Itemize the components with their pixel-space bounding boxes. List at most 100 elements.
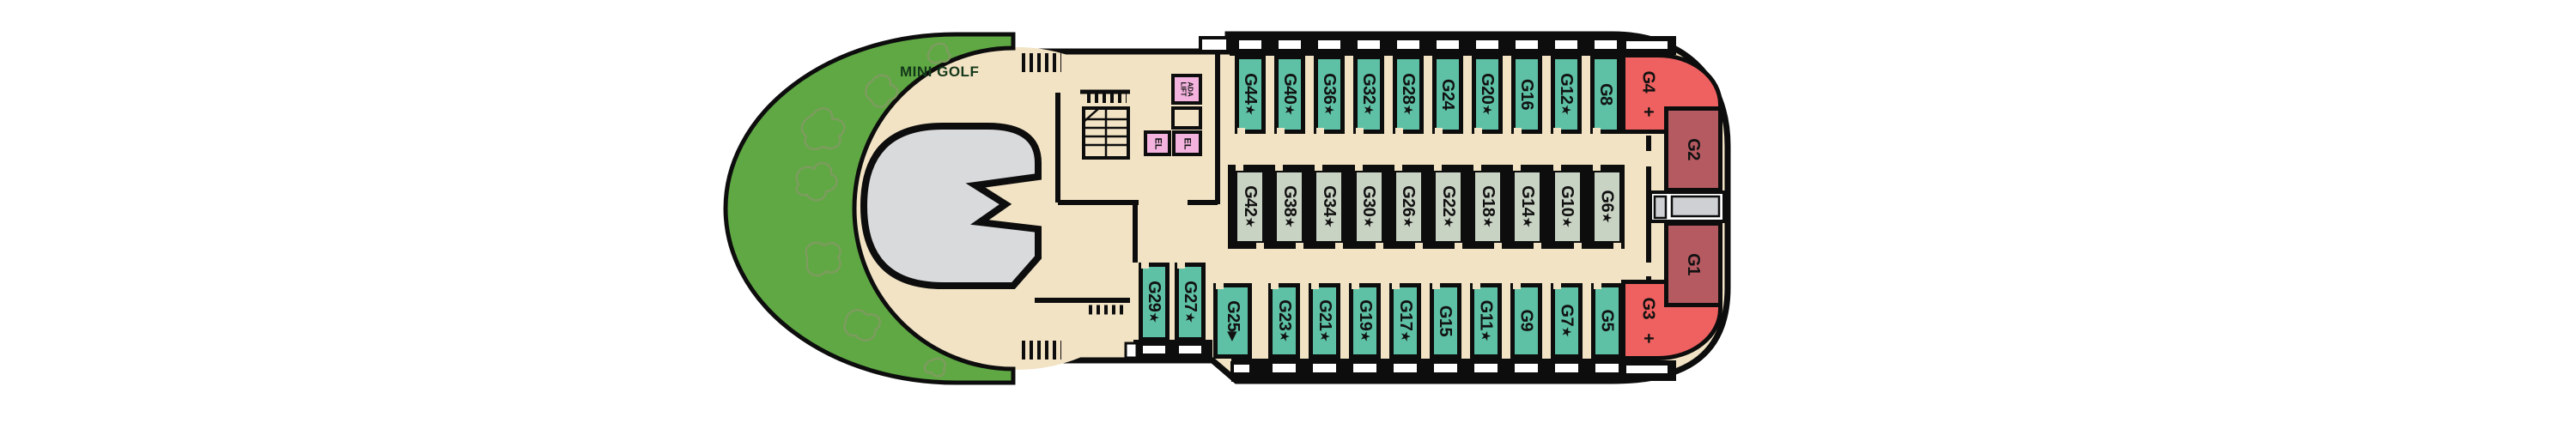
cabin-number: G30 (1359, 185, 1379, 217)
cabin-G32: G32★ (1353, 55, 1384, 134)
balcony (1433, 37, 1462, 52)
cabin-number: G4 (1639, 70, 1658, 93)
door-notch (1552, 165, 1561, 171)
balcony (1309, 360, 1340, 376)
cabin-number: G21 (1315, 299, 1334, 331)
cabin-number: G34 (1319, 185, 1339, 217)
cabin-G14: G14★ (1511, 169, 1544, 245)
door-notch (1256, 243, 1264, 249)
door-notch (1356, 128, 1364, 134)
cabin-symbol: ★ (1282, 104, 1297, 116)
door-notch (1414, 243, 1423, 249)
lift-landing (1171, 106, 1202, 130)
cabin-number: G27 (1181, 281, 1200, 312)
cabin-number: G18 (1478, 185, 1498, 217)
cabin-number: G28 (1399, 73, 1419, 105)
cabin-symbol: ★ (1400, 104, 1416, 116)
cabin-number: G44 (1241, 73, 1261, 105)
door-notch (1434, 165, 1442, 171)
door-notch (1553, 128, 1561, 134)
door-notch (1275, 165, 1284, 171)
cabin-symbol: ★ (1282, 216, 1297, 228)
door-notch (1514, 128, 1522, 134)
door-notch (1354, 165, 1363, 171)
door-notch (1473, 283, 1480, 289)
door-notch (1335, 243, 1344, 249)
door-notch (1593, 128, 1601, 134)
cabin-G24: G24 (1432, 55, 1463, 134)
door-notch (1432, 283, 1440, 289)
cabin-symbol: ★ (1361, 216, 1376, 228)
balcony (1269, 360, 1299, 376)
elevator-icon: EL (1144, 130, 1171, 156)
stair-combs (1022, 53, 1127, 360)
cabin-symbol: ★ (1146, 311, 1162, 323)
cabin-number: G11 (1476, 299, 1496, 330)
cabin-number: G23 (1274, 299, 1294, 331)
door-notch (1311, 283, 1319, 289)
balcony (1315, 37, 1344, 52)
interior-walls (1035, 53, 1651, 303)
cabin-number: G12 (1557, 73, 1577, 105)
cabin-G11: G11★ (1470, 283, 1502, 359)
cabin-number: G10 (1558, 185, 1577, 217)
cabin-symbol: ★ (1479, 329, 1493, 342)
cabin-symbol: ★ (1317, 330, 1333, 342)
cabin-G12: G12★ (1551, 55, 1582, 134)
door-notch (1315, 165, 1323, 171)
cabin-G28: G28★ (1393, 55, 1424, 134)
cabin-symbol: ★ (1441, 216, 1456, 228)
cabin-G8: G8 (1590, 55, 1621, 134)
balcony (1390, 360, 1420, 376)
cabin-G34: G34★ (1313, 169, 1346, 245)
balcony (1512, 37, 1541, 52)
balcony (1592, 360, 1622, 376)
door-notch (1296, 243, 1304, 249)
cabin-symbol: ★ (1559, 216, 1575, 228)
door-notch (1394, 165, 1402, 171)
elevator-label: EL (1182, 136, 1193, 150)
door-notch (1141, 263, 1149, 269)
door-notch (1474, 128, 1482, 134)
door-notch (1553, 283, 1561, 289)
deck-boxes (1124, 36, 1230, 360)
cabin-number: G19 (1355, 299, 1375, 331)
cabin-number: G20 (1478, 73, 1498, 105)
door-notch (1316, 128, 1324, 134)
door-notch (1237, 128, 1245, 134)
balcony (1350, 360, 1380, 376)
door-notch (1494, 243, 1503, 249)
cabin-symbol: ★ (1479, 104, 1495, 116)
door-notch (1435, 128, 1443, 134)
cabin-G42: G42★ (1234, 169, 1266, 245)
cabin-symbol: ★ (1599, 212, 1614, 224)
door-notch (1395, 128, 1403, 134)
elevator-label: EL (1152, 136, 1163, 150)
door-notch (1573, 243, 1582, 249)
balcony (1236, 37, 1265, 52)
balcony (1139, 342, 1169, 357)
cabin-G16: G16 (1511, 55, 1542, 134)
ada-lift-label: ADA LIFT (1180, 82, 1194, 97)
cabin-symbol: ★ (1520, 216, 1535, 228)
cabin-G40: G40★ (1274, 55, 1305, 134)
cabin-G19: G19★ (1349, 283, 1381, 359)
cabin-G38: G38★ (1273, 169, 1306, 245)
cabin-symbol: ★ (1398, 330, 1413, 342)
door-notch (1392, 283, 1400, 289)
cabin-symbol: ★ (1321, 216, 1337, 228)
pool-deck (860, 123, 1042, 289)
door-notch (1592, 165, 1601, 171)
cabin-symbol: + (1638, 106, 1659, 117)
mini-golf-green (723, 32, 1016, 385)
cabin-G18: G18★ (1472, 169, 1504, 245)
cabin-number: G7 (1557, 304, 1577, 327)
door-notch (1473, 165, 1482, 171)
cabin-number: G16 (1517, 78, 1536, 111)
balcony (1275, 37, 1304, 52)
cabin-G10: G10★ (1551, 169, 1583, 245)
cabin-number: G25 (1223, 300, 1242, 332)
door-notch (1375, 243, 1383, 249)
cabin-G23: G23★ (1268, 283, 1300, 359)
cabin-number: G9 (1516, 309, 1536, 332)
